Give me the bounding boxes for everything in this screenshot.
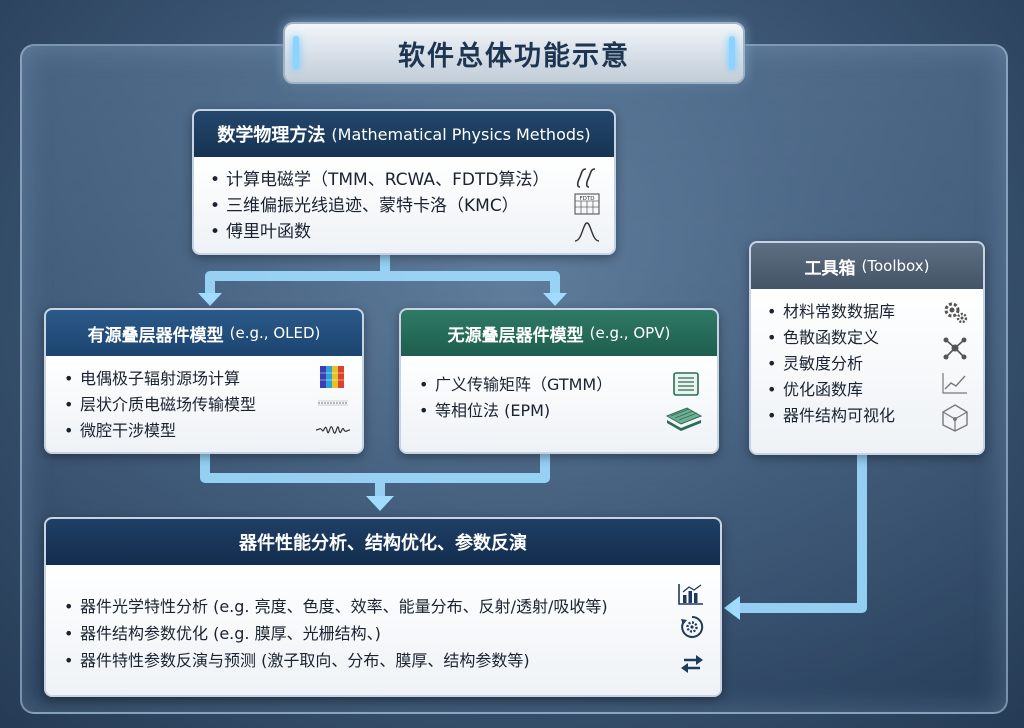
list-item: 器件结构参数优化 (e.g. 膜厚、光栅结构、) bbox=[62, 620, 720, 647]
passive-stack-model-box: 无源叠层器件模型 (e.g., OPV) 广义传输矩阵（GTMM） 等相位法 (… bbox=[399, 308, 719, 454]
active-stack-subtitle: (e.g., OLED) bbox=[229, 324, 321, 342]
list-item: 灵敏度分析 bbox=[765, 351, 983, 377]
list-item: 器件光学特性分析 (e.g. 亮度、色度、效率、能量分布、反射/透射/吸收等) bbox=[62, 593, 720, 620]
swap-arrows-icon bbox=[681, 655, 703, 673]
list-item: 三维偏振光线追迹、蒙特卡洛（KMC） bbox=[208, 193, 614, 219]
list-item: 傅里叶函数 bbox=[208, 219, 614, 245]
title-plate: 软件总体功能示意 bbox=[283, 22, 745, 84]
math-methods-body: 计算电磁学（TMM、RCWA、FDTD算法） 三维偏振光线追迹、蒙特卡洛（KMC… bbox=[194, 157, 614, 253]
passive-stack-title: 无源叠层器件模型 bbox=[447, 325, 584, 346]
gear-cycle-icon bbox=[681, 615, 704, 638]
layer-stack-icon bbox=[665, 407, 703, 431]
fdtd-grid-icon: FDTD bbox=[574, 193, 600, 215]
active-stack-model-box: 有源叠层器件模型 (e.g., OLED) 电偶极子辐射源场计算 层状介质电磁场… bbox=[44, 308, 364, 454]
list-item: 电偶极子辐射源场计算 bbox=[62, 366, 362, 392]
passive-stack-header: 无源叠层器件模型 (e.g., OPV) bbox=[401, 310, 717, 356]
cube-icon bbox=[942, 404, 968, 432]
gears-icon bbox=[944, 302, 968, 324]
math-methods-box: 数学物理方法 (Mathematical Physics Methods) 计算… bbox=[192, 109, 616, 255]
svg-text:FDTD: FDTD bbox=[580, 196, 595, 202]
integral-icon bbox=[576, 168, 596, 188]
toolbox-box: 工具箱 (Toolbox) 材料常数数据库 色散函数定义 灵敏度分析 优化函数库… bbox=[749, 241, 985, 455]
network-icon bbox=[943, 337, 967, 360]
toolbox-title: 工具箱 bbox=[804, 258, 856, 279]
math-methods-header: 数学物理方法 (Mathematical Physics Methods) bbox=[194, 111, 614, 157]
color-heatmap-icon bbox=[320, 366, 344, 388]
math-methods-title: 数学物理方法 bbox=[217, 125, 326, 146]
list-item: 器件特性参数反演与预测 (激子取向、分布、膜厚、结构参数等) bbox=[62, 647, 720, 674]
list-item: 层状介质电磁场传输模型 bbox=[62, 392, 362, 418]
active-stack-body: 电偶极子辐射源场计算 层状介质电磁场传输模型 微腔干涉模型 bbox=[46, 356, 362, 452]
field-line-icon bbox=[318, 400, 348, 406]
list-item: 色散函数定义 bbox=[765, 325, 983, 351]
passive-stack-list: 广义传输矩阵（GTMM） 等相位法 (EPM) bbox=[401, 356, 717, 424]
toolbox-header: 工具箱 (Toolbox) bbox=[751, 243, 983, 289]
wave-packet-icon bbox=[316, 426, 350, 434]
list-item: 微腔干涉模型 bbox=[62, 418, 362, 444]
toolbox-body: 材料常数数据库 色散函数定义 灵敏度分析 优化函数库 器件结构可视化 bbox=[751, 289, 983, 453]
list-item: 材料常数数据库 bbox=[765, 299, 983, 325]
analysis-title: 器件性能分析、结构优化、参数反演 bbox=[239, 533, 527, 554]
list-item: 广义传输矩阵（GTMM） bbox=[417, 372, 717, 398]
analysis-body: 器件光学特性分析 (e.g. 亮度、色度、效率、能量分布、反射/透射/吸收等) … bbox=[46, 565, 720, 695]
analysis-list: 器件光学特性分析 (e.g. 亮度、色度、效率、能量分布、反射/透射/吸收等) … bbox=[46, 565, 720, 674]
analysis-optimization-box: 器件性能分析、结构优化、参数反演 器件光学特性分析 (e.g. 亮度、色度、效率… bbox=[44, 517, 722, 697]
toolbox-list: 材料常数数据库 色散函数定义 灵敏度分析 优化函数库 器件结构可视化 bbox=[751, 289, 983, 429]
line-chart-icon bbox=[942, 373, 967, 394]
gaussian-peak-icon bbox=[574, 222, 600, 242]
list-item: 计算电磁学（TMM、RCWA、FDTD算法） bbox=[208, 167, 614, 193]
math-methods-list: 计算电磁学（TMM、RCWA、FDTD算法） 三维偏振光线追迹、蒙特卡洛（KMC… bbox=[194, 157, 614, 245]
page-title: 软件总体功能示意 bbox=[398, 40, 630, 72]
passive-stack-body: 广义传输矩阵（GTMM） 等相位法 (EPM) bbox=[401, 356, 717, 452]
analysis-header: 器件性能分析、结构优化、参数反演 bbox=[46, 519, 720, 565]
active-stack-title: 有源叠层器件模型 bbox=[87, 325, 224, 346]
active-stack-header: 有源叠层器件模型 (e.g., OLED) bbox=[46, 310, 362, 356]
toolbox-subtitle: (Toolbox) bbox=[861, 257, 930, 275]
list-item: 优化函数库 bbox=[765, 377, 983, 403]
passive-stack-subtitle: (e.g., OPV) bbox=[589, 324, 671, 342]
math-methods-subtitle: (Mathematical Physics Methods) bbox=[331, 124, 591, 144]
matrix-icon bbox=[673, 372, 699, 396]
active-stack-list: 电偶极子辐射源场计算 层状介质电磁场传输模型 微腔干涉模型 bbox=[46, 356, 362, 444]
bar-chart-icon bbox=[678, 584, 703, 605]
list-item: 器件结构可视化 bbox=[765, 403, 983, 429]
list-item: 等相位法 (EPM) bbox=[417, 398, 717, 424]
